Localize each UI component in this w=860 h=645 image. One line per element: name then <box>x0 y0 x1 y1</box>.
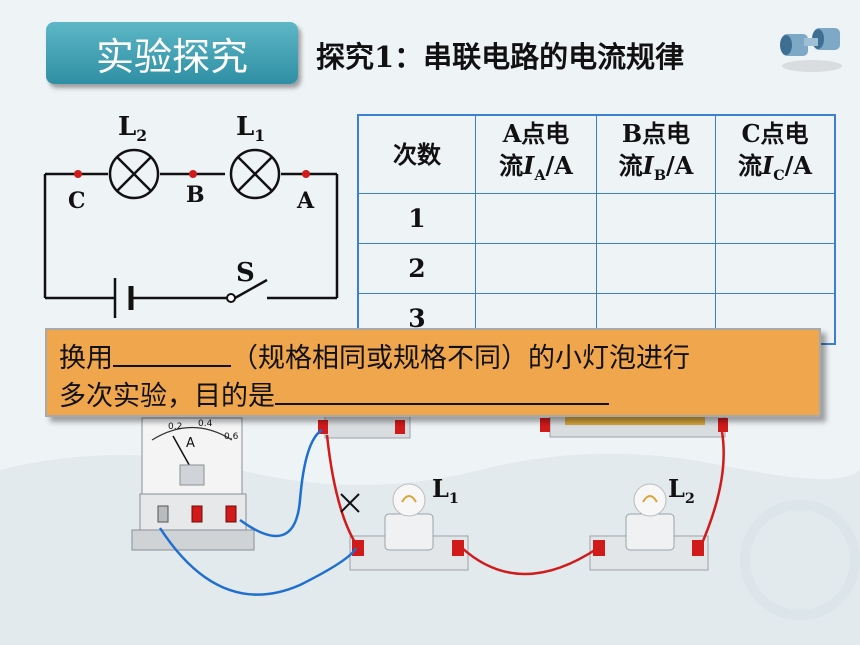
cell-ib[interactable] <box>596 243 716 294</box>
meter-tick-label: 0.2 <box>168 422 183 432</box>
table-row: 2 <box>357 243 836 294</box>
terminal-post <box>318 420 328 434</box>
answer-blank-2[interactable] <box>275 377 609 405</box>
question-line-1: 换用（规格相同或规格不同）的小灯泡进行 <box>59 336 690 375</box>
section-badge-label: 实验探究 <box>95 34 248 79</box>
question-line-2: 多次实验，目的是 <box>59 374 609 413</box>
point-c-label: C <box>68 188 86 214</box>
terminal-post <box>718 418 728 432</box>
meter-tick-label: 0.4 <box>198 419 213 429</box>
header-current-c: C点电 流IC/A <box>715 114 836 194</box>
current-table: 次数 A点电 流IA/A B点电 流IB/A C点电 流IC/A 1 2 <box>357 114 836 345</box>
meter-unit-label: A <box>186 436 195 451</box>
cell-ic[interactable] <box>715 193 836 244</box>
ammeter <box>131 417 255 551</box>
terminal-post <box>540 418 550 432</box>
point-a-dot <box>302 170 310 178</box>
lamp-l2-label: L2 <box>118 112 148 146</box>
cell-ic[interactable] <box>715 243 836 294</box>
meter-tick-label: 0.6 <box>224 432 239 442</box>
bulb-board-l2 <box>589 483 709 571</box>
switch-label: S <box>236 258 255 288</box>
question-callout: 换用（规格相同或规格不同）的小灯泡进行 多次实验，目的是 <box>45 328 821 417</box>
answer-blank-1[interactable] <box>113 339 231 367</box>
point-b-label: B <box>186 182 205 208</box>
header-count: 次数 <box>357 114 476 194</box>
cell-ia[interactable] <box>475 243 597 294</box>
cell-ia[interactable] <box>475 193 597 244</box>
bulb-l1-label: L1 <box>432 474 459 507</box>
break-mark <box>340 493 360 513</box>
terminal-post <box>395 420 405 434</box>
row-number: 1 <box>357 193 476 244</box>
bulb-l2-label: L2 <box>668 474 695 507</box>
lamp-l1-label: L1 <box>236 112 266 146</box>
binoculars-icon <box>780 28 842 72</box>
point-b-dot <box>189 170 197 178</box>
circuit-diagram <box>43 148 339 318</box>
section-badge: 实验探究 <box>46 22 298 84</box>
page-title: 探究1：串联电路的电流规律 <box>316 40 685 74</box>
point-a-label: A <box>297 188 315 214</box>
header-current-a: A点电 流IA/A <box>475 114 597 194</box>
point-c-dot <box>74 170 82 178</box>
